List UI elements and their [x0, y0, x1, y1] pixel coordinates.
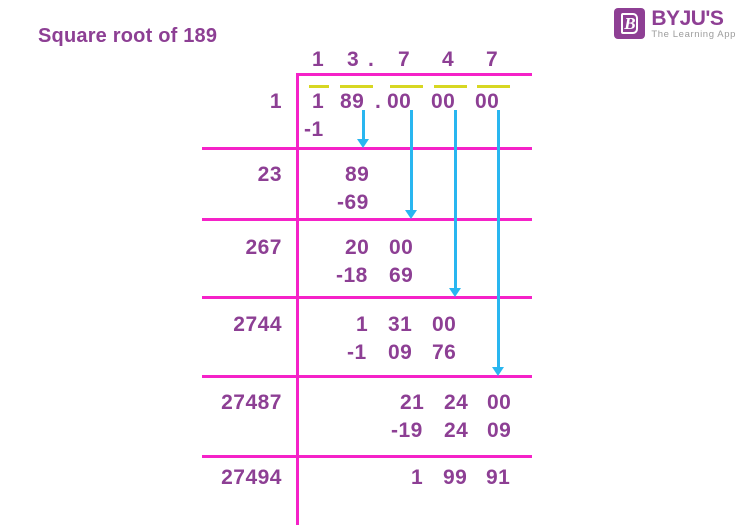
quotient-digit-4: 4	[442, 48, 455, 71]
quotient-decimal-point: .	[368, 48, 375, 71]
byjus-logo: B BYJU'S The Learning App	[614, 8, 736, 40]
dividend-group-2: 89	[340, 90, 365, 113]
division-vertical-divider	[296, 73, 299, 525]
remainder-step-2-b: 00	[389, 236, 414, 259]
subtract-step-1: -1	[304, 118, 324, 141]
logo-letter-b: B	[624, 13, 636, 33]
subtract-step-5-b: 24	[444, 419, 469, 442]
divisor-step-3: 267	[245, 236, 282, 259]
page-title: Square root of 189	[38, 25, 218, 47]
divisor-step-4: 2744	[233, 313, 282, 336]
remainder-step-1: 89	[345, 163, 370, 186]
step-rule-1	[202, 147, 532, 150]
divisor-step-1: 1	[269, 90, 282, 113]
pair-bar-4	[434, 85, 467, 88]
dividend-decimal-point: .	[375, 90, 382, 113]
subtract-step-5-a: -19	[391, 419, 423, 442]
remainder-step-3-b: 31	[388, 313, 413, 336]
division-top-bar	[296, 73, 532, 76]
final-remainder-c: 91	[486, 466, 511, 489]
bring-down-arrow-4-shaft	[497, 110, 500, 368]
divisor-step-6: 27494	[221, 466, 282, 489]
remainder-step-2-a: 20	[345, 236, 370, 259]
dividend-group-3: 00	[387, 90, 412, 113]
final-remainder-b: 99	[443, 466, 468, 489]
subtract-step-3-a: -18	[336, 264, 368, 287]
quotient-digit-5: 7	[486, 48, 499, 71]
logo-tagline: The Learning App	[651, 29, 736, 40]
bring-down-arrow-3-head	[449, 288, 461, 297]
divisor-step-5: 27487	[221, 391, 282, 414]
bring-down-arrow-3-shaft	[454, 110, 457, 289]
step-rule-2	[202, 218, 532, 221]
dividend-group-4: 00	[431, 90, 456, 113]
dividend-group-5: 00	[475, 90, 500, 113]
remainder-step-4-c: 00	[487, 391, 512, 414]
divisor-step-2: 23	[257, 163, 282, 186]
step-rule-5	[202, 455, 532, 458]
bring-down-arrow-2-shaft	[410, 110, 413, 211]
bring-down-arrow-1-shaft	[362, 110, 365, 140]
quotient-digit-2: 3	[347, 48, 360, 71]
remainder-step-4-b: 24	[444, 391, 469, 414]
subtract-step-4-c: 76	[432, 341, 457, 364]
remainder-step-4-a: 21	[400, 391, 425, 414]
byjus-logo-mark-icon: B	[614, 8, 646, 40]
subtract-step-4-b: 09	[388, 341, 413, 364]
pair-bar-3	[390, 85, 423, 88]
final-remainder-a: 1	[411, 466, 424, 489]
quotient-digit-1: 1	[312, 48, 325, 71]
remainder-step-3-a: 1	[356, 313, 369, 336]
subtract-step-2: -69	[337, 191, 369, 214]
subtract-step-5-c: 09	[487, 419, 512, 442]
logo-wordmark: BYJU'S	[651, 7, 724, 30]
step-rule-4	[202, 375, 532, 378]
logo-book-shape-icon	[621, 13, 639, 35]
remainder-step-3-c: 00	[432, 313, 457, 336]
dividend-group-1: 1	[312, 90, 325, 113]
pair-bar-1	[309, 85, 329, 88]
logo-text-block: BYJU'S The Learning App	[651, 8, 736, 40]
subtract-step-3-b: 69	[389, 264, 414, 287]
subtract-step-4-a: -1	[347, 341, 367, 364]
bring-down-arrow-4-head	[492, 367, 504, 376]
bring-down-arrow-1-head	[357, 139, 369, 148]
pair-bar-2	[340, 85, 373, 88]
quotient-digit-3: 7	[398, 48, 411, 71]
step-rule-3	[202, 296, 532, 299]
bring-down-arrow-2-head	[405, 210, 417, 219]
pair-bar-5	[477, 85, 510, 88]
